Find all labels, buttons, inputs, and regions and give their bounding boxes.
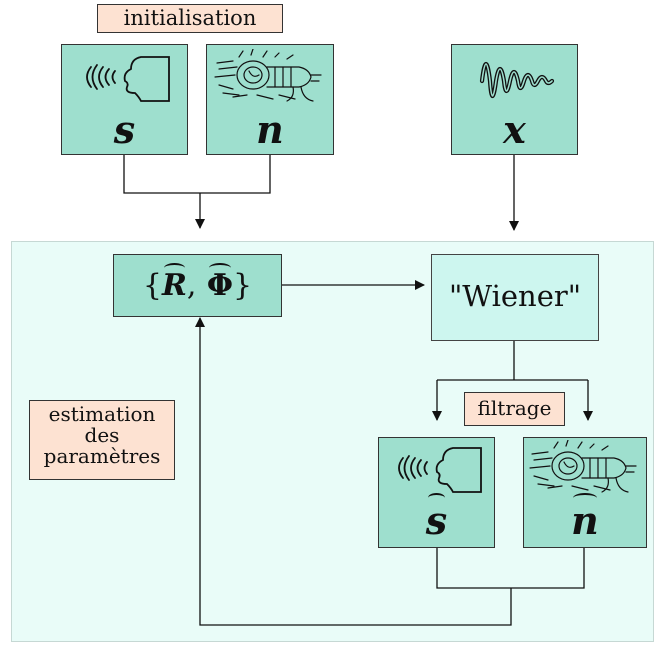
x-symbol: x (503, 107, 526, 152)
r-hat: R (161, 263, 187, 303)
n-hat-symbol: n (571, 493, 599, 543)
parameters-box: {R, Φ} (113, 254, 282, 317)
parameters-symbol: {R, Φ} (142, 263, 253, 303)
filtrage-label: filtrage (464, 392, 565, 426)
phi-hat: Φ (206, 263, 234, 303)
initialisation-label: initialisation (97, 4, 283, 33)
noise-source-box: n (206, 44, 334, 155)
estimates-merge-line (436, 548, 585, 589)
s-hat-symbol: s (425, 493, 448, 543)
feedback-arrow (195, 317, 512, 626)
noise-estimate-box: n (523, 437, 647, 548)
speaking-head-icon (398, 447, 482, 493)
init-merge-line (123, 155, 271, 194)
estimation-label: estimation des paramètres (29, 400, 175, 480)
observation-box: x (451, 44, 578, 155)
noisy-engine-icon (529, 440, 637, 493)
speaking-head-icon (86, 56, 170, 102)
waveform-icon (479, 61, 555, 99)
wiener-filter-box: "Wiener" (431, 254, 599, 341)
noisy-engine-icon (214, 49, 322, 102)
speech-source-box: s (61, 44, 188, 155)
speech-estimate-box: s (378, 437, 495, 548)
wiener-label: "Wiener" (448, 279, 582, 313)
s-symbol: s (113, 107, 136, 152)
n-symbol: n (256, 107, 284, 152)
